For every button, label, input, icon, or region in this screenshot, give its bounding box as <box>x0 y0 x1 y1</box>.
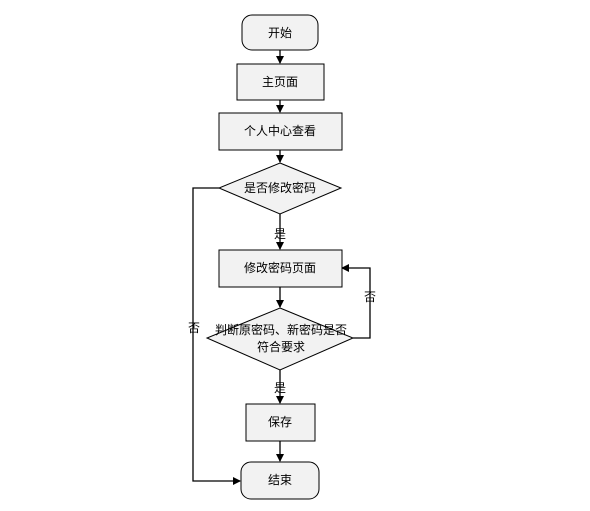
save-node: 保存 <box>245 403 316 442</box>
decision-change-password-node: 是否修改密码 <box>217 162 343 215</box>
edge-label-yes-save: 是 <box>274 381 286 395</box>
home-page-node: 主页面 <box>236 63 325 101</box>
end-node-label: 结束 <box>268 473 292 487</box>
change-password-page-node: 修改密码页面 <box>218 249 343 288</box>
edge-label-yes-change-password: 是 <box>274 227 286 241</box>
personal-center-node: 个人中心查看 <box>218 112 343 151</box>
decision-check-password-node: 判断原密码、新密码是否 符合要求 <box>205 307 355 371</box>
decision-check-password-label-line2: 符合要求 <box>257 339 305 354</box>
edge-decision-no-to-end <box>192 187 241 485</box>
edge-label-no-skip-to-end: 否 <box>188 321 200 335</box>
home-page-node-label: 主页面 <box>262 75 298 89</box>
decision-check-password-label-line1: 判断原密码、新密码是否 <box>215 322 347 337</box>
save-node-label: 保存 <box>268 415 292 429</box>
edge-check-no-loop-back <box>341 264 371 339</box>
start-node-label: 开始 <box>268 26 292 40</box>
start-node: 开始 <box>241 14 319 51</box>
edge-label-no-loop-back: 否 <box>364 290 376 304</box>
change-password-page-label: 修改密码页面 <box>244 260 316 275</box>
personal-center-node-label: 个人中心查看 <box>244 123 316 138</box>
end-node: 结束 <box>240 461 320 500</box>
decision-change-password-label: 是否修改密码 <box>244 180 316 195</box>
